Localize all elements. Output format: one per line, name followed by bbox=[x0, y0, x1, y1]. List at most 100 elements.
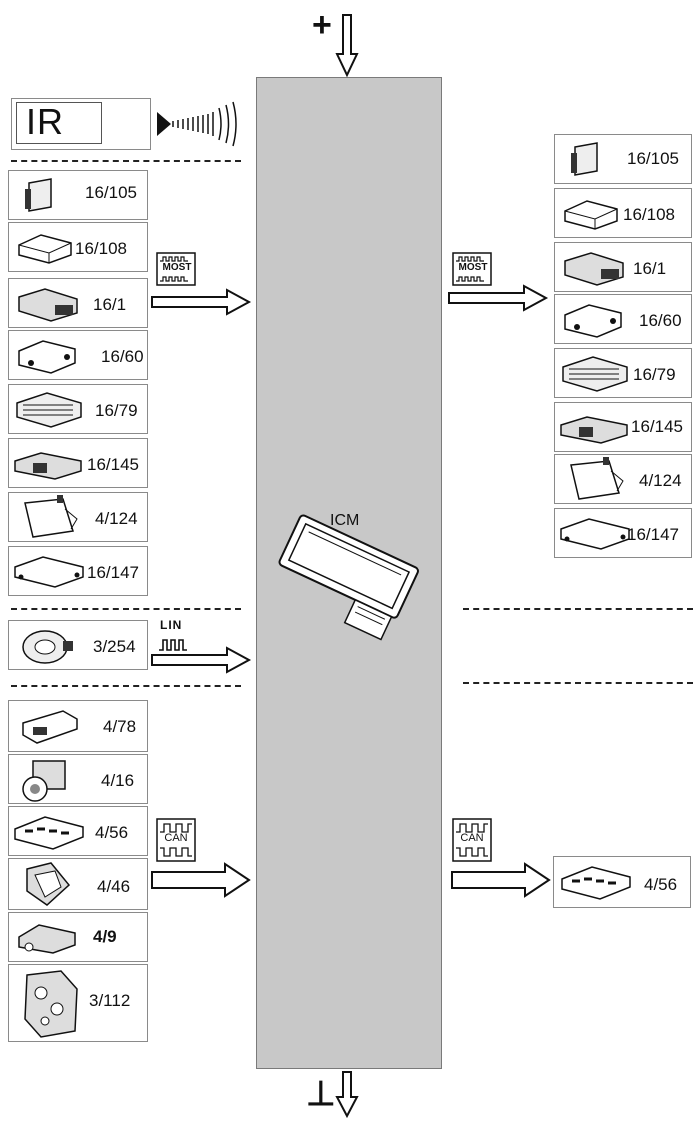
right-most-label-2: 16/108 bbox=[623, 205, 675, 224]
left-can-label-2: 4/16 bbox=[101, 771, 135, 790]
ecu-module-icon bbox=[18, 234, 72, 264]
ecu-module-icon bbox=[24, 495, 78, 538]
right-most-label-3: 16/1 bbox=[633, 259, 667, 278]
ecu-module-icon bbox=[16, 392, 82, 428]
left-can-module-4: 4/46 bbox=[8, 858, 148, 910]
ecu-module-icon bbox=[560, 518, 630, 550]
left-most-label-1: 16/105 bbox=[85, 183, 137, 202]
right-most-label-5: 16/79 bbox=[633, 365, 676, 384]
ecu-module-icon bbox=[571, 142, 598, 176]
left-most-module-7: 4/124 bbox=[8, 492, 148, 542]
left-most-module-5: 16/79 bbox=[8, 384, 148, 434]
ecu-module-icon bbox=[25, 178, 52, 212]
left-most-label-7: 4/124 bbox=[95, 509, 138, 528]
ecu-module-icon bbox=[18, 288, 78, 322]
ecu-module-icon bbox=[561, 866, 631, 900]
left-most-module-6: 16/145 bbox=[8, 438, 148, 488]
most-bus-icon bbox=[452, 252, 492, 286]
power-plus-label: + bbox=[312, 6, 332, 44]
icm-module-icon bbox=[278, 514, 419, 641]
most-bus-icon bbox=[156, 252, 196, 286]
separator-left-2 bbox=[11, 608, 241, 610]
ecu-module-icon bbox=[14, 556, 84, 588]
ecu-module-icon bbox=[22, 710, 78, 744]
ecu-module-icon bbox=[18, 340, 76, 374]
power-in-arrow-icon bbox=[335, 14, 359, 78]
right-most-label-4: 16/60 bbox=[639, 311, 682, 330]
right-most-module-7: 4/124 bbox=[554, 454, 692, 504]
left-most-arrow-icon bbox=[151, 288, 252, 316]
right-can-label-1: 4/56 bbox=[644, 875, 678, 894]
right-can-arrow-icon bbox=[451, 862, 551, 898]
right-most-module-2: 16/108 bbox=[554, 188, 692, 238]
right-most-module-6: 16/145 bbox=[554, 402, 692, 452]
ecu-module-icon bbox=[564, 252, 624, 286]
left-can-label-5: 4/9 bbox=[93, 927, 117, 946]
icm-label: ICM bbox=[330, 512, 360, 529]
left-most-bus-label: MOST bbox=[162, 262, 192, 273]
left-can-module-1: 4/78 bbox=[8, 700, 148, 752]
ecu-module-icon bbox=[564, 200, 618, 230]
left-can-module-3: 4/56 bbox=[8, 806, 148, 856]
lin-arrow-icon bbox=[151, 646, 252, 674]
left-can-bus-label: CAN bbox=[164, 832, 188, 844]
ecu-module-icon bbox=[570, 457, 624, 500]
left-most-label-8: 16/147 bbox=[87, 563, 139, 582]
left-most-label-4: 16/60 bbox=[101, 347, 144, 366]
left-most-module-4: 16/60 bbox=[8, 330, 148, 380]
right-most-arrow-icon bbox=[448, 284, 549, 312]
right-most-module-1: 16/105 bbox=[554, 134, 692, 184]
right-most-label-8: 16/147 bbox=[627, 525, 679, 544]
left-most-module-8: 16/147 bbox=[8, 546, 148, 596]
right-most-label-7: 4/124 bbox=[639, 471, 682, 490]
left-most-module-1: 16/105 bbox=[8, 170, 148, 220]
separator-right-1 bbox=[463, 608, 693, 610]
pump-module-icon bbox=[22, 760, 66, 802]
separator-right-2 bbox=[463, 682, 693, 684]
separator-left-1 bbox=[11, 160, 241, 162]
ecu-module-icon bbox=[562, 356, 628, 392]
left-most-module-3: 16/1 bbox=[8, 278, 148, 328]
left-lin-label-1: 3/254 bbox=[93, 637, 136, 656]
left-can-label-3: 4/56 bbox=[95, 823, 129, 842]
right-most-module-4: 16/60 bbox=[554, 294, 692, 344]
right-most-label-1: 16/105 bbox=[627, 149, 679, 168]
left-lin-module-1: 3/254 bbox=[8, 620, 148, 670]
left-can-arrow-icon bbox=[151, 862, 251, 898]
steering-module-icon bbox=[22, 630, 73, 664]
lin-bus-label: LIN bbox=[160, 618, 183, 632]
ground-arrow-icon bbox=[335, 1071, 359, 1119]
ecu-module-icon bbox=[560, 416, 628, 444]
can-bus-icon bbox=[156, 818, 196, 862]
right-most-module-3: 16/1 bbox=[554, 242, 692, 292]
ecu-module-icon bbox=[14, 816, 84, 850]
right-most-module-5: 16/79 bbox=[554, 348, 692, 398]
right-can-bus-label: CAN bbox=[460, 832, 484, 844]
ecu-module-icon bbox=[24, 970, 78, 1038]
ir-label: IR bbox=[26, 101, 64, 142]
left-can-module-2: 4/16 bbox=[8, 754, 148, 804]
ecu-module-icon bbox=[26, 862, 71, 906]
right-can-module-1: 4/56 bbox=[553, 856, 691, 908]
can-bus-icon bbox=[452, 818, 492, 862]
ecu-module-icon bbox=[14, 452, 82, 480]
right-most-bus-label: MOST bbox=[458, 262, 488, 273]
ir-beam-icon bbox=[157, 101, 237, 147]
lin-bus-icon bbox=[159, 639, 187, 651]
left-most-label-5: 16/79 bbox=[95, 401, 138, 420]
right-most-label-6: 16/145 bbox=[631, 417, 683, 436]
ground-label: ⊥ bbox=[306, 1075, 336, 1113]
ecu-module-icon bbox=[18, 924, 76, 954]
left-can-module-6: 3/112 bbox=[8, 964, 148, 1042]
left-most-label-3: 16/1 bbox=[93, 295, 127, 314]
separator-left-3 bbox=[11, 685, 241, 687]
ir-inner-box bbox=[16, 102, 102, 144]
right-most-module-8: 16/147 bbox=[554, 508, 692, 558]
left-most-label-6: 16/145 bbox=[87, 455, 139, 474]
left-can-label-1: 4/78 bbox=[103, 717, 137, 736]
left-most-module-2: 16/108 bbox=[8, 222, 148, 272]
left-most-label-2: 16/108 bbox=[75, 239, 127, 258]
left-can-module-5: 4/9 bbox=[8, 912, 148, 962]
left-can-label-6: 3/112 bbox=[89, 991, 131, 1010]
left-can-label-4: 4/46 bbox=[97, 877, 131, 896]
